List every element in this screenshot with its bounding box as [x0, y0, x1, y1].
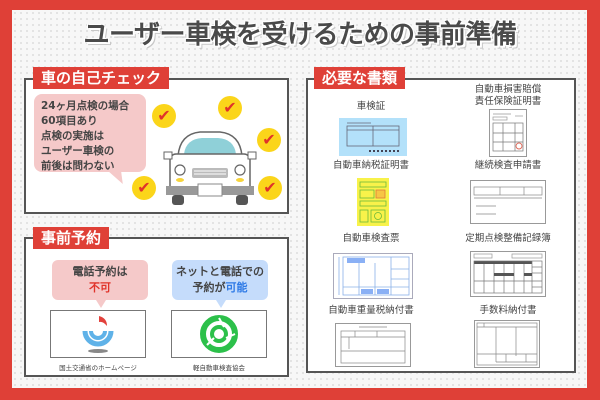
bubble-line: 前後は問わない [41, 160, 115, 172]
light-vehicle-inspection-logo-link[interactable] [171, 310, 267, 358]
bubble-line: ネットと電話での [176, 265, 264, 278]
documents-label: 必要な書類 [314, 67, 406, 89]
check-icon: ✔ [257, 128, 281, 152]
periodic-maintenance-record-icon [470, 251, 546, 297]
mlit-homepage-caption: 国土交通省のホームページ [59, 364, 137, 372]
doc-label-vehicle-tax-certificate: 自動車納税証明書 [332, 160, 409, 171]
check-icon: ✔ [152, 104, 176, 128]
weight-tax-payment-icon [335, 323, 411, 367]
car-check-bubble: 24ヶ月点検の場合 60項目あり 点検の実施は ユーザー車検の 前後は問わない [34, 94, 146, 172]
phone-reservation-not-allowed-bubble: 電話予約は 不可 [52, 260, 148, 308]
doc-label-weight-tax-payment: 自動車重量税納付書 [328, 305, 414, 316]
doc-label-continuous-inspection-application: 継続検査申請書 [474, 160, 542, 171]
vehicle-inspection-form-icon [333, 253, 413, 299]
bubble-line: ユーザー車検の [41, 145, 115, 157]
bubble-line: 点検の実施は [41, 130, 104, 142]
doc-label-vehicle-inspection-certificate: 車検証 [356, 101, 386, 112]
mlit-logo-icon [82, 316, 114, 353]
check-icon: ✔ [258, 176, 282, 200]
light-vehicle-association-caption: 軽自動車検査協会 [193, 364, 245, 372]
doc-label-vehicle-inspection-form: 自動車検査票 [342, 233, 400, 244]
doc-label-periodic-maintenance-record: 定期点検整備記録簿 [465, 233, 551, 244]
doc-label-compulsory-insurance-certificate: 自動車損害賠償 責任保険証明書 [443, 84, 573, 108]
page-title: ユーザー車検を受けるための事前準備 [83, 20, 517, 50]
check-icon: ✔ [132, 176, 156, 200]
check-icon: ✔ [218, 96, 242, 120]
doc-label-line: 自動車損害賠償 [474, 84, 542, 95]
net-phone-reservation-bubble: ネットと電話での 予約が可能 [172, 260, 268, 308]
mlit-homepage-logo-link[interactable] [50, 310, 146, 358]
bubble-line: 予約が [192, 281, 226, 294]
bubble-line: 24ヶ月点検の場合 [41, 100, 130, 112]
bubble-emphasis: 不可 [89, 281, 111, 294]
car-check-label: 車の自己チェック [33, 67, 170, 89]
continuous-inspection-application-icon [470, 180, 546, 224]
doc-label-fee-payment: 手数料納付書 [479, 305, 537, 316]
vehicle-inspection-certificate-icon [339, 118, 407, 156]
bubble-line: 60項目あり [41, 115, 98, 127]
light-vehicle-association-logo-icon [200, 315, 238, 353]
compulsory-insurance-certificate-icon [489, 109, 527, 157]
vehicle-tax-certificate-icon [357, 178, 389, 226]
fee-payment-icon [474, 320, 540, 368]
bubble-emphasis: 可能 [225, 281, 248, 294]
car-illustration-icon [163, 131, 257, 205]
reservation-label: 事前予約 [33, 227, 110, 249]
bubble-line: 電話予約は [72, 265, 128, 278]
doc-label-line: 責任保険証明書 [474, 96, 542, 107]
